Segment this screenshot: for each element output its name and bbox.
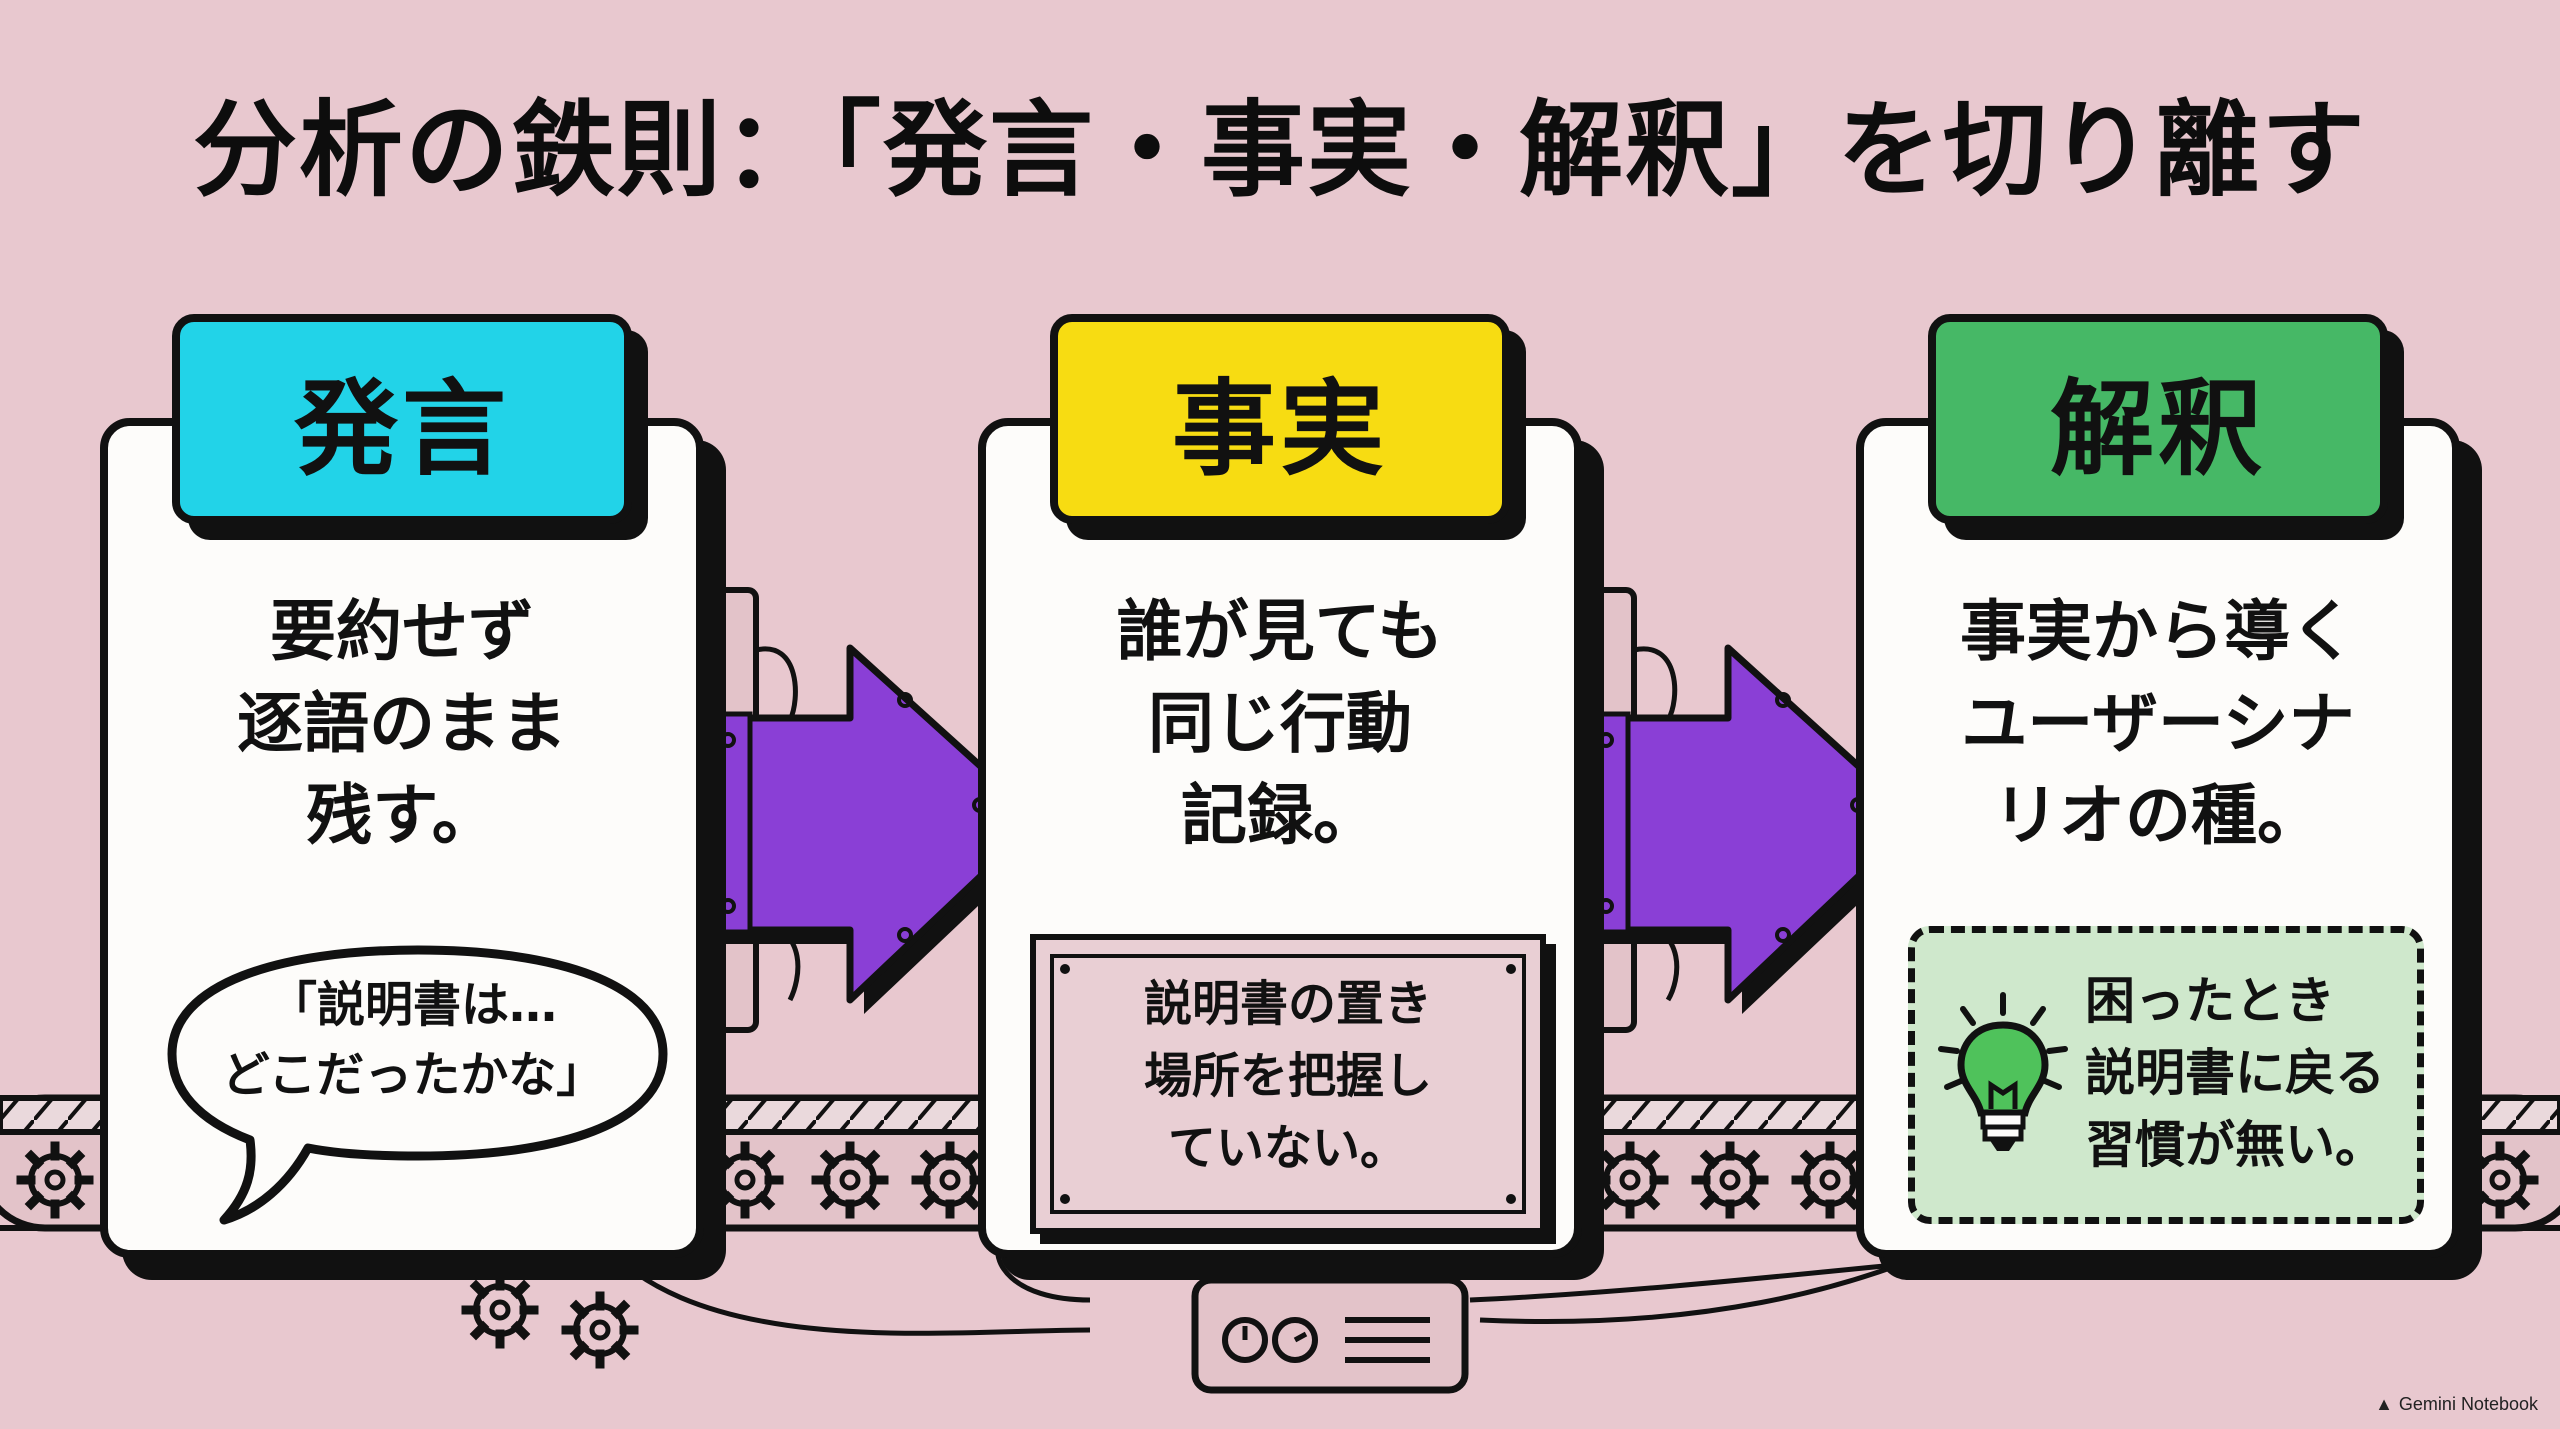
page-title: 分析の鉄則：「発言・事実・解釈」を切り離す: [192, 88, 2367, 211]
plaque-icon: 説明書の置き 場所を把握し ていない。: [1030, 934, 1546, 1234]
card-statement-body: 要約せず 逐語のまま 残す。: [237, 593, 567, 854]
speech-bubble-icon: 「説明書は… どこだったかな」: [158, 934, 678, 1234]
interpretation-example-text: 困ったとき 説明書に戻る 習慣が無い。: [2085, 972, 2385, 1174]
machine-box-icon: [1191, 1276, 1469, 1394]
card-fact-label: 事実: [1050, 314, 1510, 524]
footer-brand: ▲ Gemini Notebook: [2375, 1394, 2538, 1414]
quote-text: 「説明書は… どこだったかな」: [221, 977, 605, 1103]
fact-example-text: 説明書の置き 場所を把握し ていない。: [1143, 976, 1432, 1176]
card-fact: 事実 誰が見ても 同じ行動 記録。 説明書の置き 場所を把握し ていない。: [978, 314, 1582, 1258]
notebook-icon: ▲: [2375, 1394, 2393, 1414]
arrow-right-icon: [653, 587, 1932, 1033]
card-statement-label: 発言: [172, 314, 632, 524]
card-interpretation-label: 解釈: [1928, 314, 2388, 524]
card-interpretation: 解釈 事実から導く ユーザーシナ リオの種。 困ったとき 説明書に戻る: [1856, 314, 2460, 1258]
gear-icon: [466, 1276, 634, 1364]
lightbulb-icon: [1938, 992, 2068, 1151]
card-fact-body: 誰が見ても 同じ行動 記録。: [1116, 593, 1444, 854]
card-statement: 発言 要約せず 逐語のまま 残す。 「説明書は… どこだったかな」: [100, 314, 704, 1258]
insight-note: 困ったとき 説明書に戻る 習慣が無い。: [1908, 926, 2424, 1224]
card-interpretation-body: 事実から導く ユーザーシナ リオの種。: [1960, 593, 2356, 854]
